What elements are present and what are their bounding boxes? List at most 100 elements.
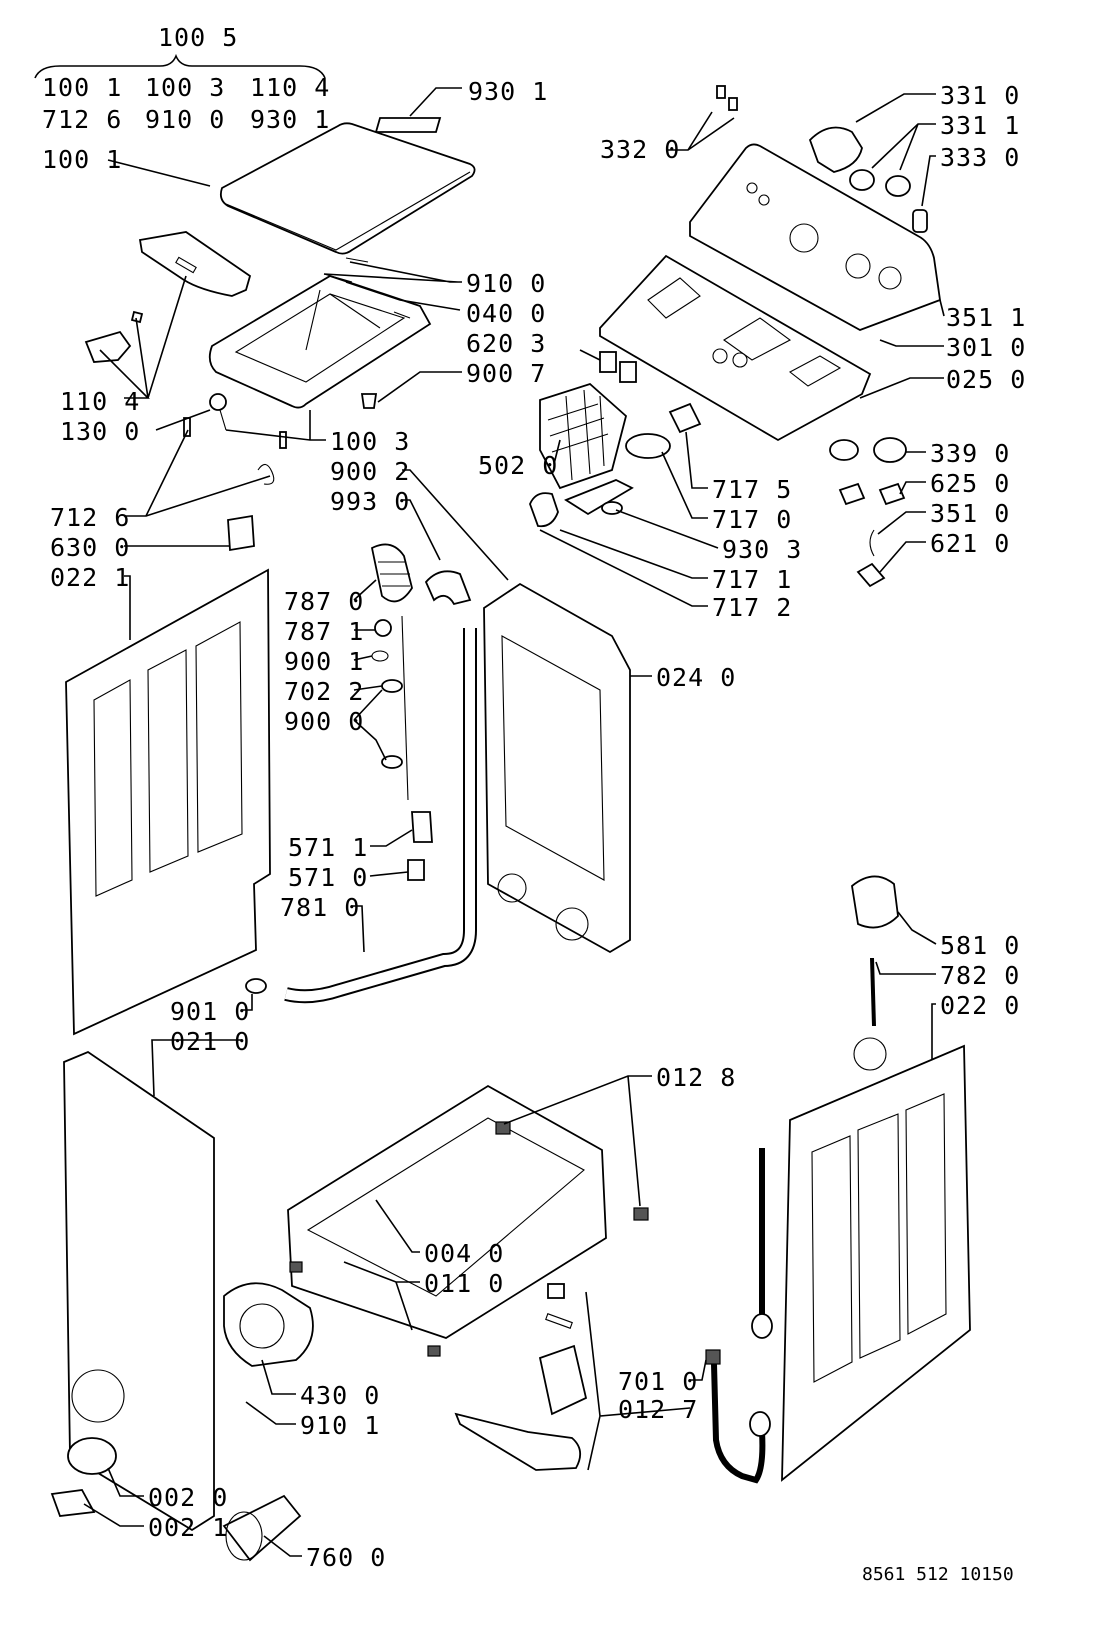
leveling-foot-part <box>454 1412 582 1471</box>
callout-900-1: 900 1 <box>284 647 364 676</box>
tube-part <box>401 615 409 801</box>
label-strip-part <box>374 117 442 133</box>
callout-571-0: 571 0 <box>288 863 368 892</box>
callout-339-0: 339 0 <box>930 439 1010 468</box>
base-frame-inner <box>306 1117 585 1297</box>
callout-621-0: 621 0 <box>930 529 1010 558</box>
foot-cup-part <box>538 1344 588 1416</box>
callout-760-0: 760 0 <box>306 1543 386 1572</box>
door-latch-part <box>50 1489 96 1517</box>
panel-knob-hole-3 <box>878 266 902 290</box>
callout-717-0: 717 0 <box>712 505 792 534</box>
drawing-number: 8561 512 10150 <box>862 1564 1014 1585</box>
cap-1 <box>381 679 403 693</box>
callout-717-5: 717 5 <box>712 475 792 504</box>
rear-frame-inner <box>501 635 605 881</box>
knob-small-1 <box>849 169 875 191</box>
lid-edge <box>225 171 471 251</box>
valve-part <box>705 1349 721 1365</box>
callout-787-0: 787 0 <box>284 587 364 616</box>
callout-333-0: 333 0 <box>940 143 1020 172</box>
callout-712-6: 712 6 <box>50 503 130 532</box>
pump-part <box>223 1282 314 1367</box>
ring-part <box>601 501 623 515</box>
callout-930-1-top: 930 1 <box>468 77 548 106</box>
hinge-part <box>84 330 132 363</box>
pump-ring <box>239 1303 285 1349</box>
grommet-part <box>245 978 267 994</box>
kit-row2-b: 910 0 <box>145 105 225 134</box>
base-frame-part <box>287 1084 607 1339</box>
callout-620-3: 620 3 <box>466 329 546 358</box>
spacer-part <box>912 209 928 233</box>
callout-625-0: 625 0 <box>930 469 1010 498</box>
spring-part <box>257 463 275 485</box>
clamp-part <box>371 650 389 662</box>
switch-1 <box>599 351 617 373</box>
bellows-ribs <box>378 561 410 587</box>
kit-row2-a: 712 6 <box>42 105 122 134</box>
kit-header: 100 5 100 1 100 3 110 4 712 6 910 0 930 … <box>34 23 329 134</box>
callout-787-1: 787 1 <box>284 617 364 646</box>
lock-part <box>209 393 227 411</box>
right-side-panel-ribs <box>811 1093 947 1383</box>
callout-630-0: 630 0 <box>50 533 130 562</box>
callout-024-0: 024 0 <box>656 663 736 692</box>
callout-012-7: 012 7 <box>618 1395 698 1424</box>
callout-labels: 930 1 100 1 910 0 040 0 620 3 900 7 110 … <box>42 77 1026 1572</box>
foot-1 <box>495 1121 511 1135</box>
callout-782-0: 782 0 <box>940 961 1020 990</box>
rear-frame-hole-1 <box>497 873 527 903</box>
callout-021-0: 021 0 <box>170 1027 250 1056</box>
callout-910-0: 910 0 <box>466 269 546 298</box>
callout-717-2: 717 2 <box>712 593 792 622</box>
pressure-switch-part <box>851 875 899 929</box>
callout-110-4: 110 4 <box>60 387 140 416</box>
panel-knob-hole-2 <box>845 253 871 279</box>
kit-top-label: 100 5 <box>158 23 238 52</box>
kit-row1-a: 100 1 <box>42 73 122 102</box>
lock-tab <box>219 409 227 431</box>
callout-130-0: 130 0 <box>60 417 140 446</box>
front-panel-hole <box>71 1369 125 1423</box>
cup-part <box>529 492 559 528</box>
electronic-module-part <box>539 382 628 490</box>
pins-part <box>323 257 411 319</box>
holder-1 <box>838 482 866 506</box>
inlet-hose-part <box>711 1363 766 1484</box>
panel-led-1 <box>746 182 758 194</box>
thermostat-part <box>668 402 702 434</box>
filter-part <box>222 1494 302 1562</box>
callout-040-0: 040 0 <box>466 299 546 328</box>
knob-small-2 <box>885 175 911 197</box>
parts-art <box>50 85 971 1562</box>
leader-lines <box>83 87 945 1557</box>
callout-901-0: 901 0 <box>170 997 250 1026</box>
main-knob-part <box>808 126 863 173</box>
bracket-part <box>856 562 886 588</box>
callout-022-0: 022 0 <box>940 991 1020 1020</box>
callout-025-0: 025 0 <box>946 365 1026 394</box>
rear-frame-part <box>483 582 631 954</box>
pin-a-part <box>716 85 726 99</box>
right-side-panel <box>781 1044 971 1482</box>
panel-led-2 <box>758 194 770 206</box>
switch-2 <box>619 361 637 383</box>
bolt-part <box>545 1313 573 1329</box>
lever-part <box>564 479 634 516</box>
callout-581-0: 581 0 <box>940 931 1020 960</box>
bracket2-part <box>547 1283 565 1299</box>
callout-332-0: 332 0 <box>600 135 680 164</box>
clip-part <box>360 393 378 409</box>
screw-part <box>130 310 144 324</box>
cap-2 <box>381 755 403 769</box>
callout-993-0: 993 0 <box>330 487 410 516</box>
holder-2 <box>878 482 906 506</box>
control-panel-part <box>689 143 941 331</box>
callout-351-0: 351 0 <box>930 499 1010 528</box>
button-1 <box>829 439 859 461</box>
foot-4 <box>427 1345 441 1357</box>
foot-3 <box>289 1261 303 1273</box>
